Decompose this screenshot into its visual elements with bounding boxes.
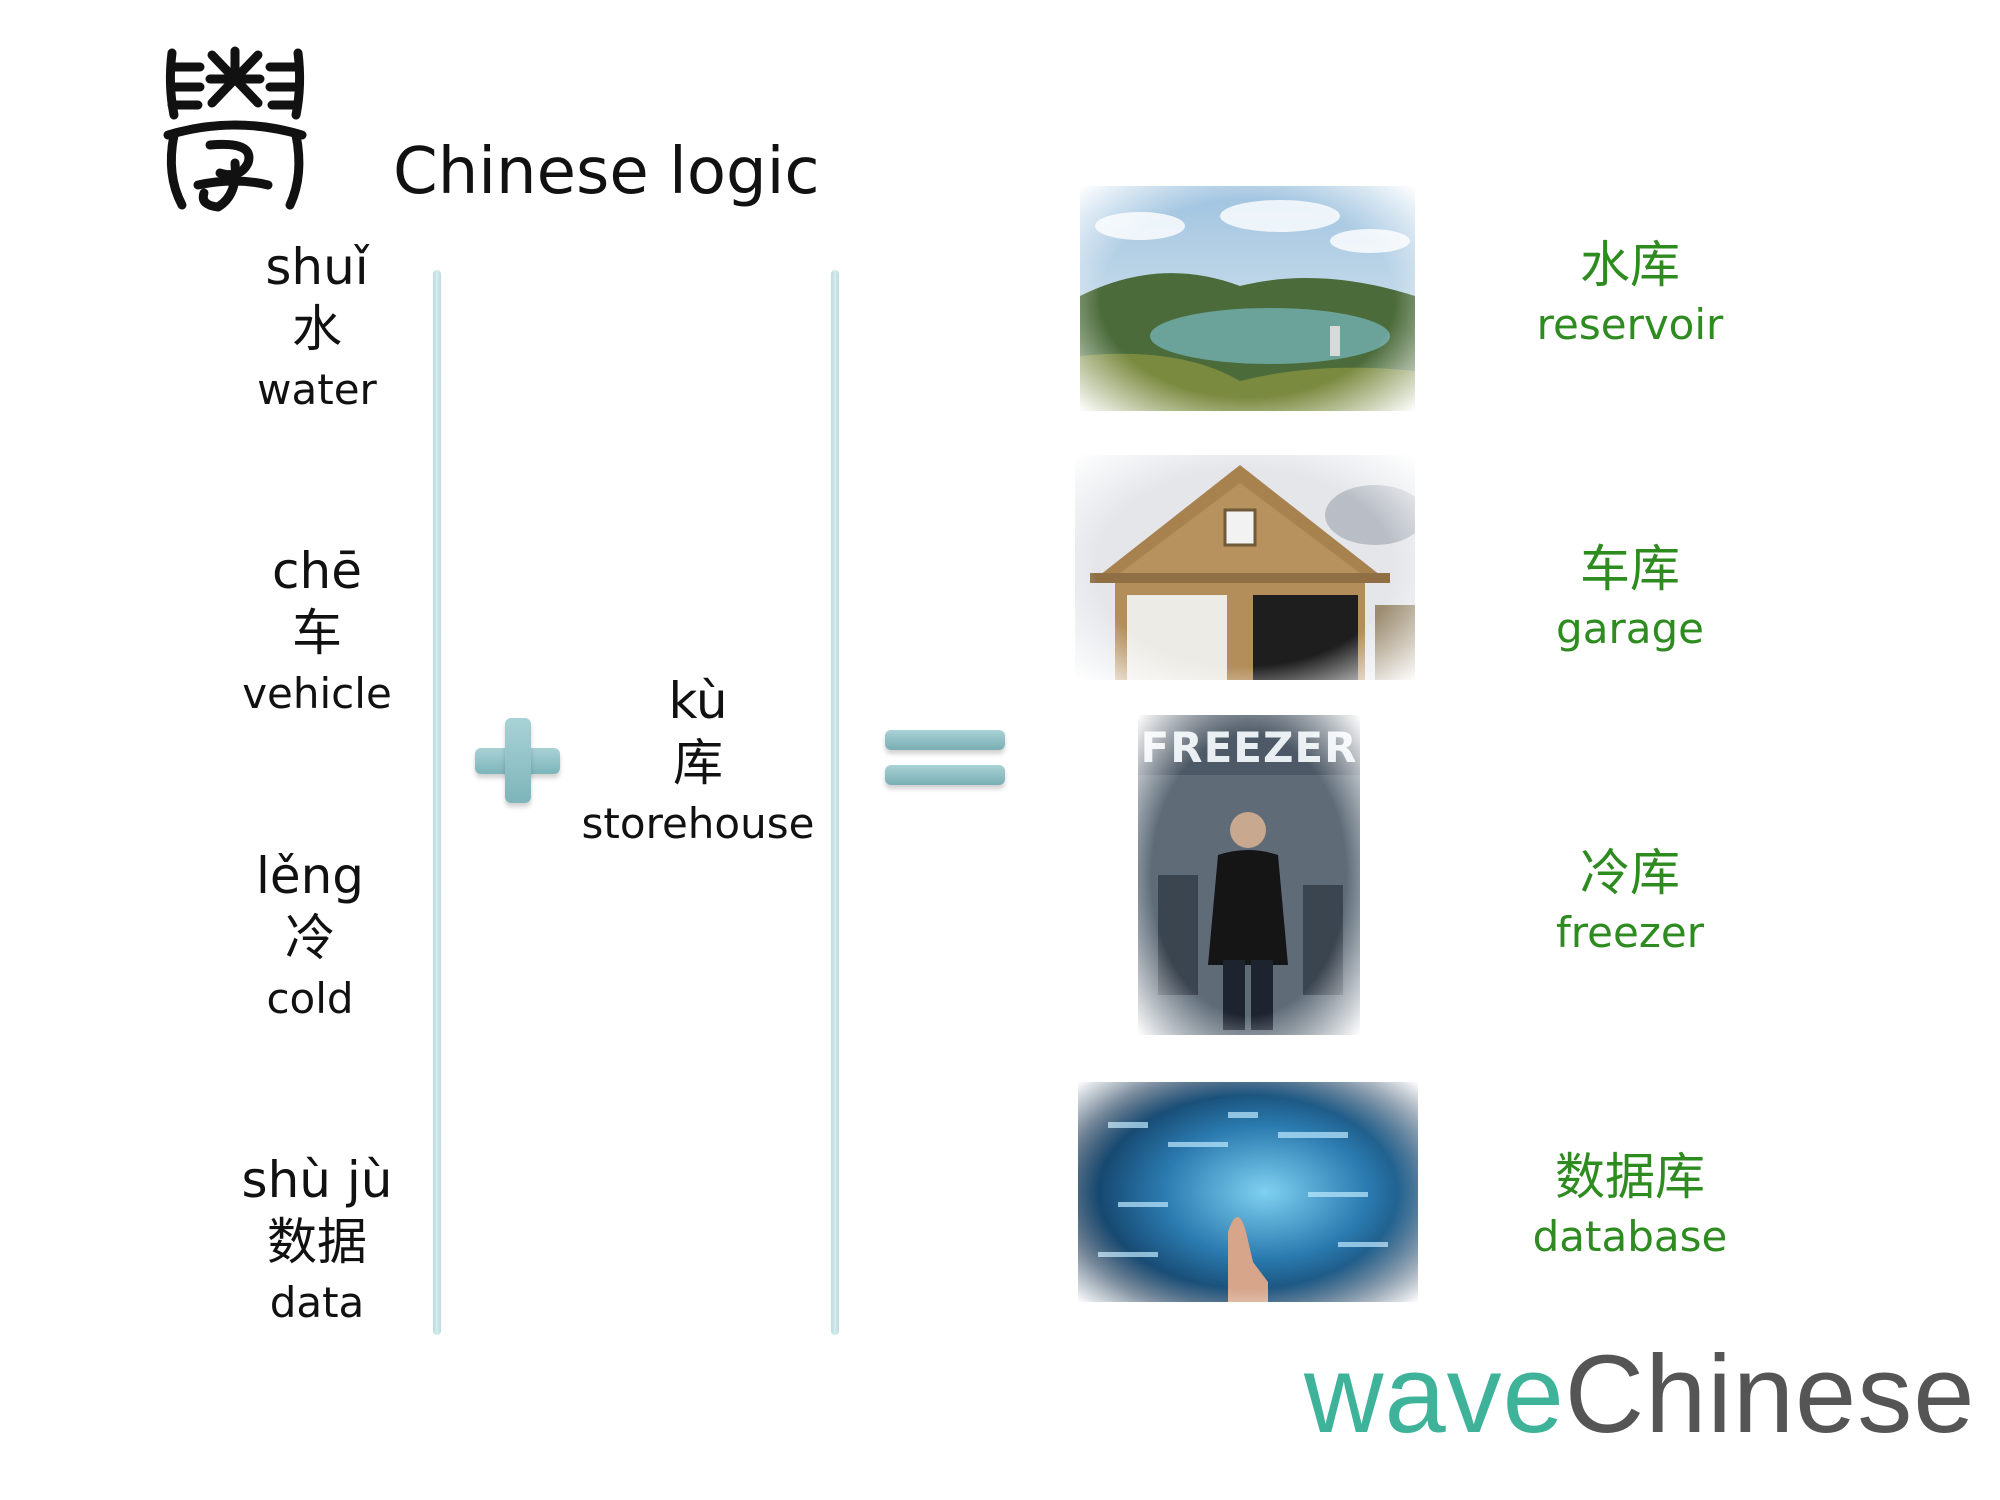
pinyin-label: shù jù <box>241 1151 393 1209</box>
word-storehouse: kù 库 storehouse <box>568 670 828 854</box>
pinyin-label: kù <box>668 672 728 730</box>
result-hanzi: 车库 <box>1580 540 1680 598</box>
result-garage: 车库 garage <box>1470 538 1790 658</box>
english-label: vehicle <box>242 669 392 718</box>
garage-image <box>1075 455 1415 680</box>
result-reservoir: 水库 reservoir <box>1470 234 1790 354</box>
english-label: data <box>269 1278 365 1327</box>
english-label: cold <box>266 974 354 1023</box>
word-data: shù jù 数据 data <box>187 1149 447 1333</box>
english-label: storehouse <box>581 799 815 848</box>
result-freezer: 冷库 freezer <box>1470 842 1790 962</box>
pinyin-label: lěng <box>255 847 365 905</box>
freezer-poster-image: FREEZER <box>1138 715 1360 1035</box>
result-english: reservoir <box>1536 300 1724 349</box>
poster-title: FREEZER <box>1140 723 1358 772</box>
result-english: garage <box>1556 604 1704 653</box>
result-database: 数据库 database <box>1470 1146 1790 1266</box>
hanzi-label: 数据 <box>267 1213 367 1271</box>
brand-part-chinese: Chinese <box>1564 1333 1976 1456</box>
brand-part-wave: wave <box>1304 1333 1565 1456</box>
english-label: water <box>257 365 377 414</box>
hanzi-label: 库 <box>673 734 723 792</box>
word-vehicle: chē 车 vehicle <box>187 540 447 724</box>
database-image <box>1078 1082 1418 1302</box>
result-hanzi: 冷库 <box>1580 844 1680 902</box>
word-water: shuǐ 水 water <box>187 236 447 420</box>
result-hanzi: 数据库 <box>1555 1148 1705 1206</box>
page-title: Chinese logic <box>393 135 820 209</box>
hanzi-label: 冷 <box>285 909 335 967</box>
equals-icon <box>885 730 1005 785</box>
right-divider <box>831 270 839 1335</box>
hanzi-label: 车 <box>292 604 342 662</box>
result-english: freezer <box>1556 908 1704 957</box>
pinyin-label: shuǐ <box>265 238 369 296</box>
result-hanzi: 水库 <box>1580 236 1680 294</box>
word-cold: lěng 冷 cold <box>180 845 440 1029</box>
seal-script-logo-icon <box>160 45 310 215</box>
left-divider <box>433 270 441 1335</box>
result-english: database <box>1532 1212 1728 1261</box>
brand-logo: waveChinese <box>1304 1330 1975 1460</box>
hanzi-label: 水 <box>292 300 342 358</box>
pinyin-label: chē <box>272 542 362 600</box>
reservoir-image <box>1080 186 1415 411</box>
plus-icon <box>475 718 560 803</box>
